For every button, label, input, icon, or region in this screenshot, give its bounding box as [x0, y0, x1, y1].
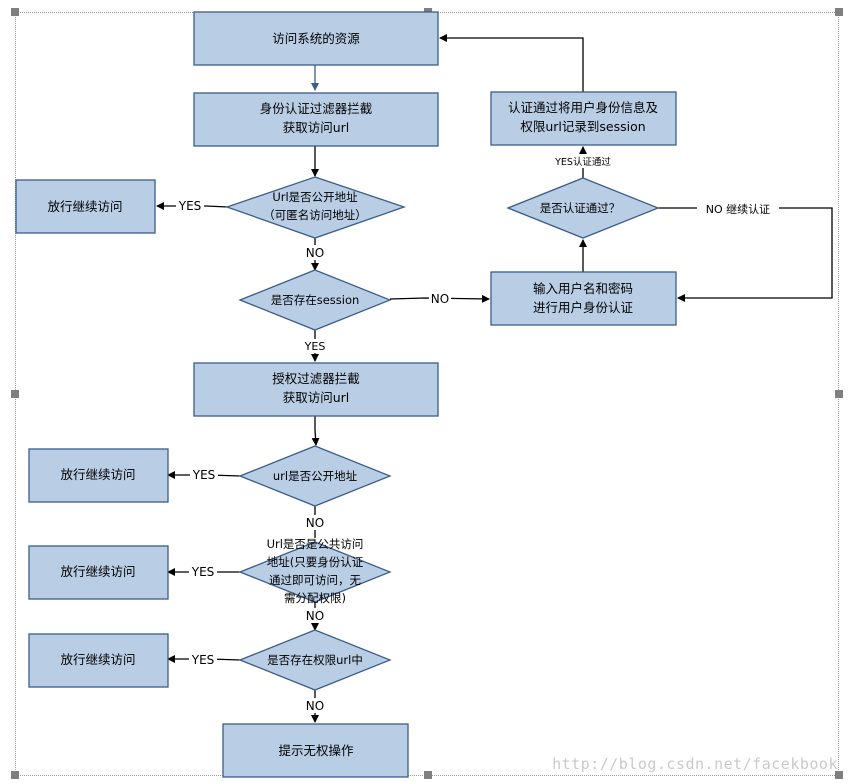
node-allow-2	[28, 448, 169, 503]
node-allow-1	[15, 179, 156, 234]
node-session-check-text: 是否存在session	[271, 293, 360, 307]
node-input-text-1: 输入用户名和密码	[533, 281, 633, 296]
resize-handle-left[interactable]	[11, 390, 19, 398]
resize-handle-bottom-right[interactable]	[835, 771, 843, 779]
label-yes-session: YES	[304, 340, 326, 353]
node-access-resource-text: 访问系统的资源	[272, 31, 360, 46]
label-no-continue-auth: NO 继续认证	[706, 202, 770, 216]
node-common-check-text-4: 需分配权限)	[284, 591, 346, 605]
node-public-check-text-2: （可匿名访问地址）	[263, 208, 367, 222]
node-common-check-text-3: 通过即可访问，无	[269, 573, 361, 587]
node-allow-4-text: 放行继续访问	[60, 652, 135, 667]
resize-handle-top-right[interactable]	[835, 8, 843, 16]
node-perm-check-text: 是否存在权限url中	[267, 653, 363, 667]
node-auth-check	[506, 177, 660, 239]
resize-handle-right[interactable]	[835, 390, 843, 398]
watermark: http://blog.csdn.net/facekbook	[552, 755, 838, 773]
node-auth-filter-text-1: 身份认证过滤器拦截	[260, 101, 373, 116]
arrow-authz-to-url-public	[311, 416, 320, 446]
label-yes-public: YES	[178, 199, 202, 213]
edge-labels: YES NO NO YES YES认证通过 NO 继续认证 YES NO YES…	[176, 154, 779, 713]
label-no-url-public: NO	[306, 516, 324, 530]
resize-handle-bottom-left[interactable]	[11, 771, 19, 779]
label-no-common: NO	[306, 609, 324, 623]
node-input-text-2: 进行用户身份认证	[533, 300, 634, 315]
node-auth-filter-text-2: 获取访问url	[283, 120, 350, 135]
node-input-credentials	[490, 271, 677, 326]
node-url-public-check	[238, 445, 392, 507]
label-yes-common: YES	[191, 565, 215, 579]
node-url-public-check-text: url是否公开地址	[273, 469, 358, 483]
node-allow-2-text: 放行继续访问	[60, 467, 135, 482]
label-yes-auth-passed: YES认证通过	[554, 156, 611, 168]
node-texts: 访问系统的资源 身份认证过滤器拦截 获取访问url Url是否公开地址 （可匿名…	[47, 31, 658, 758]
label-yes-url-public: YES	[192, 468, 216, 482]
node-session-check	[238, 269, 392, 331]
node-record-session	[490, 91, 677, 146]
arrow-auth-no	[658, 207, 833, 302]
node-record-text-1: 认证通过将用户身份信息及	[508, 100, 659, 115]
node-authz-filter	[193, 362, 439, 417]
node-no-permission	[222, 723, 409, 778]
node-access-resource	[193, 11, 439, 66]
node-authz-filter-text-2: 获取访问url	[283, 390, 350, 405]
label-no-session: NO	[431, 292, 449, 306]
node-perm-check	[238, 629, 392, 691]
label-no-public: NO	[306, 246, 324, 260]
node-common-check-text-1: Url是否是公共访问	[267, 537, 364, 551]
node-auth-filter	[193, 92, 439, 147]
node-allow-1-text: 放行继续访问	[47, 199, 122, 214]
node-auth-check-text: 是否认证通过？	[540, 201, 621, 215]
node-allow-3-text: 放行继续访问	[60, 564, 135, 579]
node-public-check-text-1: Url是否公开地址	[272, 190, 358, 204]
label-no-perm: NO	[306, 699, 324, 713]
resize-handle-bottom[interactable]	[424, 771, 432, 779]
node-shapes	[15, 11, 677, 778]
resize-handle-top-left[interactable]	[11, 8, 19, 16]
node-no-permission-text: 提示无权操作	[278, 743, 354, 758]
label-yes-perm: YES	[191, 653, 215, 667]
arrow-record-to-resource	[439, 34, 584, 92]
node-common-check-text-2: 地址(只要身份认证	[267, 555, 364, 569]
node-public-check	[225, 176, 407, 239]
node-allow-4	[28, 633, 169, 688]
node-authz-filter-text-1: 授权过滤器拦截	[272, 371, 360, 386]
arrow-public-yes	[156, 202, 229, 210]
node-common-check	[238, 541, 392, 603]
node-record-text-2: 权限url记录到session	[520, 119, 645, 134]
arrow-session-no	[389, 294, 490, 303]
node-allow-3	[28, 545, 169, 600]
